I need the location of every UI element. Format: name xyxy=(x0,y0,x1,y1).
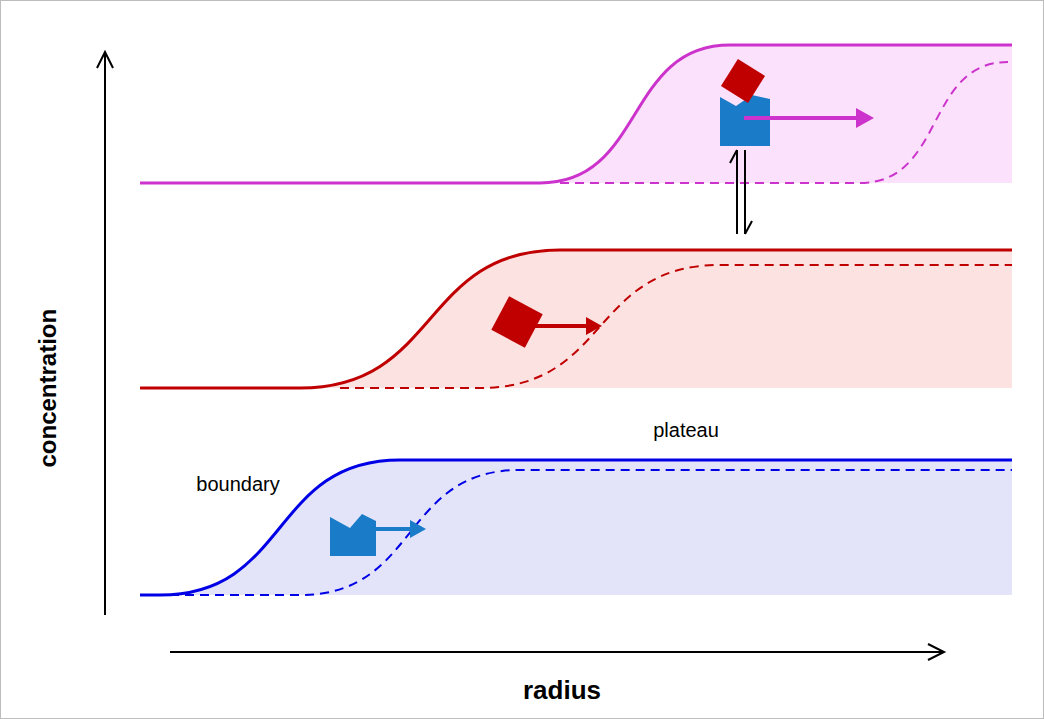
receptor-later-curve xyxy=(140,470,1012,595)
y-axis-head xyxy=(97,52,113,68)
equilibrium-forward xyxy=(736,150,738,234)
complex-ligand-symbol xyxy=(721,59,765,103)
region-label: plateau xyxy=(653,419,719,441)
region-label: boundary xyxy=(196,473,279,495)
axis-title: concentration xyxy=(35,309,61,468)
complex-boundary-curve xyxy=(140,45,1012,183)
receptor-shading xyxy=(140,460,1012,595)
ligand-shading xyxy=(140,250,1012,388)
equilibrium-forward-barb xyxy=(730,150,737,163)
y-axis xyxy=(104,52,106,615)
complex-receptor-symbol xyxy=(720,95,770,146)
equilibrium-reverse xyxy=(744,150,746,234)
x-axis xyxy=(170,651,944,653)
ligand-boundary-curve xyxy=(140,250,1012,388)
ligand-symbol xyxy=(491,296,542,347)
axis-title: radius xyxy=(523,676,601,705)
ligand-arrow-head xyxy=(586,317,602,335)
complex-arrow-head xyxy=(856,108,874,128)
x-axis-head xyxy=(928,644,944,660)
complex-shading xyxy=(140,45,1012,183)
receptor-velocity-arrow xyxy=(372,527,414,531)
equilibrium-reverse-barb xyxy=(745,221,752,234)
ligand-later-curve xyxy=(340,265,1012,388)
receptor-arrow-head xyxy=(410,520,426,538)
complex-velocity-arrow xyxy=(744,116,860,120)
receptor-boundary-curve xyxy=(140,460,1012,595)
ligand-velocity-arrow xyxy=(528,324,590,328)
complex-later-curve xyxy=(560,62,1008,183)
receptor-symbol xyxy=(330,514,376,556)
